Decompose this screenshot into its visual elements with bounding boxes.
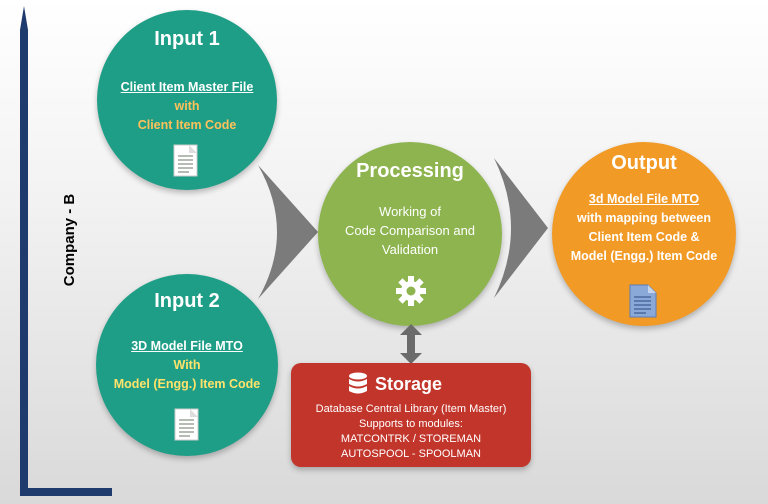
double-arrow-icon — [400, 324, 422, 364]
input2-line1: 3D Model File MTO — [131, 339, 243, 353]
document-icon — [173, 144, 198, 177]
storage-title: Storage — [375, 374, 443, 394]
input1-line3: Client Item Code — [137, 118, 237, 132]
processing-title: Processing — [356, 160, 464, 182]
storage-line4: AUTOSPOOL - SPOOLMAN — [341, 448, 481, 460]
output-title: Output — [611, 152, 677, 174]
company-label: Company - B — [61, 193, 78, 287]
input1-line1: Client Item Master File — [120, 80, 254, 94]
chevron-arrow-icon — [494, 158, 548, 298]
database-icon — [349, 372, 367, 394]
output-line3: Client Item Code & — [588, 230, 700, 244]
gear-icon — [396, 276, 426, 306]
processing-line1: Working of — [379, 204, 441, 219]
chevron-arrow-icon — [258, 165, 318, 299]
input2-line2: With — [173, 358, 201, 372]
document-icon — [174, 408, 199, 441]
processing-line3: Validation — [381, 242, 439, 257]
input2-title: Input 2 — [154, 290, 220, 312]
input1-line2: with — [174, 99, 200, 113]
storage-line2: Supports to modules: — [359, 418, 463, 430]
storage-line3: MATCONTRK / STOREMAN — [340, 433, 482, 445]
storage-box: Storage Database Central Library (Item M… — [291, 363, 531, 467]
document-icon — [629, 284, 657, 318]
input1-title: Input 1 — [154, 28, 220, 50]
storage-line1: Database Central Library (Item Master) — [315, 403, 507, 415]
processing-line2: Code Comparison and — [344, 223, 476, 238]
output-line2: with mapping between — [576, 211, 712, 225]
input2-line3: Model (Engg.) Item Code — [113, 377, 261, 391]
output-line1: 3d Model File MTO — [588, 192, 700, 206]
output-line4: Model (Engg.) Item Code — [570, 249, 718, 263]
